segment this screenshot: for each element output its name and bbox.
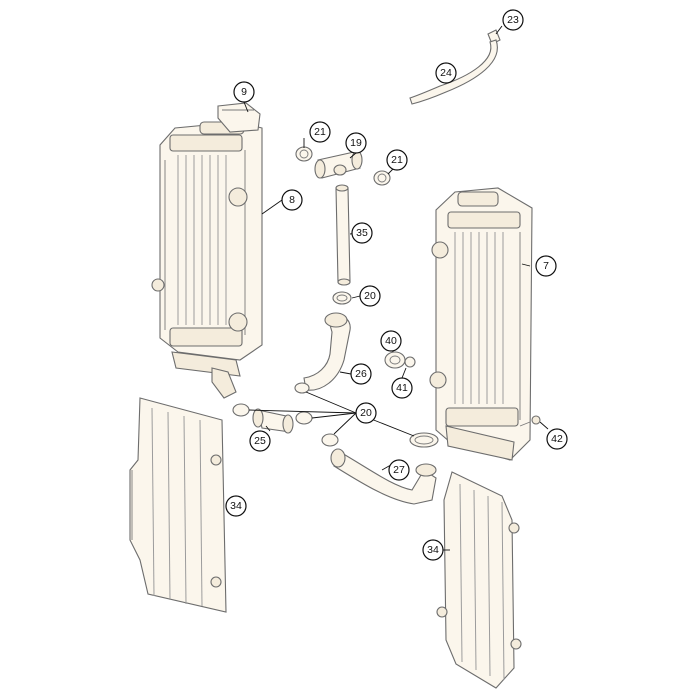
hose-clamp-top-right xyxy=(373,170,391,186)
callout-34-left: 34 xyxy=(225,495,247,517)
callout-34-right: 34 xyxy=(422,539,444,561)
callout-40: 40 xyxy=(380,330,402,352)
svg-text:7: 7 xyxy=(543,260,549,272)
callout-23: 23 xyxy=(502,9,524,31)
svg-text:21: 21 xyxy=(314,126,326,138)
callout-27: 27 xyxy=(388,459,410,481)
svg-text:34: 34 xyxy=(230,500,242,512)
svg-text:41: 41 xyxy=(396,382,408,394)
vent-fitting xyxy=(487,29,501,45)
radiator-left xyxy=(151,121,263,399)
radiator-cap xyxy=(217,102,261,133)
callout-20-top: 20 xyxy=(359,285,381,307)
screw xyxy=(519,415,541,427)
callout-9: 9 xyxy=(233,81,255,103)
svg-text:24: 24 xyxy=(440,67,452,79)
callout-42: 42 xyxy=(546,428,568,450)
svg-text:8: 8 xyxy=(289,194,295,206)
radiator-guard-right xyxy=(436,471,522,689)
pipe xyxy=(335,184,351,286)
callout-8: 8 xyxy=(281,189,303,211)
rubber-grommet xyxy=(384,351,406,369)
svg-text:20: 20 xyxy=(360,407,372,419)
callout-20-group: 20 xyxy=(355,402,377,424)
callout-21-left: 21 xyxy=(309,121,331,143)
hose-clamp-top-left xyxy=(295,146,313,162)
callout-21-right: 21 xyxy=(386,149,408,171)
svg-text:23: 23 xyxy=(507,14,519,26)
callout-19: 19 xyxy=(345,132,367,154)
svg-text:42: 42 xyxy=(551,433,563,445)
bushing xyxy=(404,356,416,368)
hose-clamp-group xyxy=(232,382,439,448)
radiator-hose-lower xyxy=(330,448,437,505)
callout-25: 25 xyxy=(249,430,271,452)
callout-41: 41 xyxy=(391,377,413,399)
svg-text:27: 27 xyxy=(393,464,405,476)
svg-text:20: 20 xyxy=(364,290,376,302)
svg-text:21: 21 xyxy=(391,154,403,166)
radiator-guard-left xyxy=(129,397,227,613)
svg-text:25: 25 xyxy=(254,435,266,447)
svg-text:9: 9 xyxy=(241,86,247,98)
callout-35: 35 xyxy=(351,222,373,244)
callout-26: 26 xyxy=(350,363,372,385)
vent-hose xyxy=(409,39,498,105)
callout-7: 7 xyxy=(535,255,557,277)
connector xyxy=(314,150,363,179)
callout-24: 24 xyxy=(435,62,457,84)
svg-text:40: 40 xyxy=(385,335,397,347)
svg-text:34: 34 xyxy=(427,544,439,556)
connecting-piece xyxy=(252,408,294,434)
radiator-hose-upper xyxy=(303,312,351,391)
svg-text:35: 35 xyxy=(356,227,368,239)
radiator-right xyxy=(429,187,533,461)
svg-text:19: 19 xyxy=(350,137,362,149)
svg-text:26: 26 xyxy=(355,368,367,380)
hose-clamp-middle xyxy=(332,291,352,305)
